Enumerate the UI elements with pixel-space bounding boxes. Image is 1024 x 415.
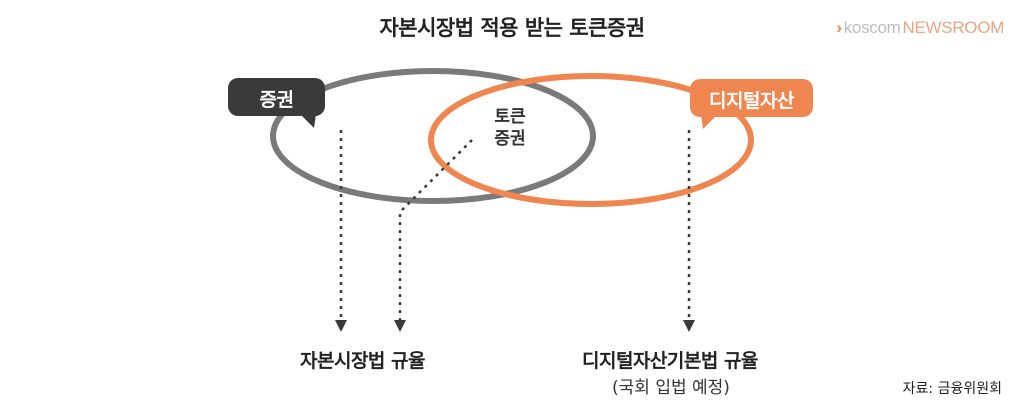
digital-assets-ellipse: [428, 73, 754, 207]
legislation-pending-label: (국회 입법 예정): [612, 378, 730, 398]
digital-assets-act-label: 디지털자산기본법 규율: [582, 350, 758, 372]
brand-chevron-icon: ›: [836, 18, 842, 37]
securities-bubble-label: 증권: [259, 89, 294, 111]
securities-arrow: [335, 130, 347, 332]
token-securities-label: 토큰 증권: [470, 106, 550, 150]
brand-suffix: NEWSROOM: [902, 18, 1005, 37]
digital-assets-arrow: [683, 130, 695, 332]
securities-ellipse: [270, 68, 596, 204]
digital-assets-bubble: [690, 79, 813, 129]
token-securities-line1: 토큰: [494, 107, 526, 127]
brand-name: koscom: [843, 18, 901, 37]
digital-assets-bubble-label: 디지털자산: [709, 90, 794, 112]
token-securities-line2: 증권: [494, 129, 526, 149]
token-securities-arrow: [394, 139, 473, 332]
diagram-title: 자본시장법 적용 받는 토큰증권: [379, 16, 645, 40]
securities-bubble: [228, 78, 325, 128]
source-note: 자료: 금융위원회: [902, 381, 1002, 397]
capital-markets-act-label: 자본시장법 규율: [300, 350, 425, 372]
